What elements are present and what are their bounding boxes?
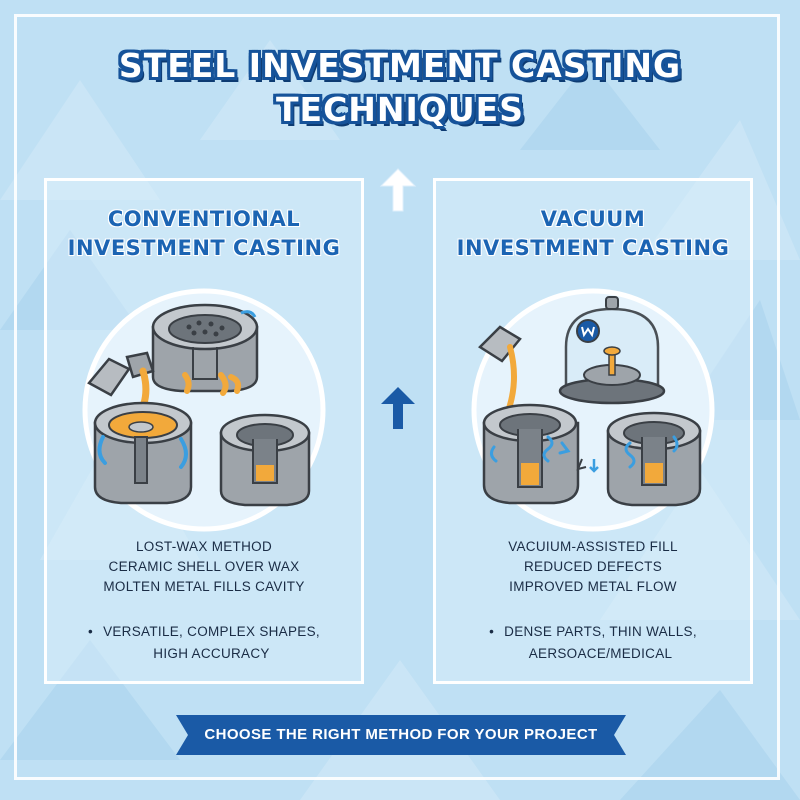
bullet-dot: • [88,624,94,639]
upward-arrow-icon [381,387,415,429]
outer-frame [14,14,780,780]
panel-heading: VACUUM INVESTMENT CASTING [436,205,750,263]
title-line-1: STEEL INVESTMENT CASTING [118,46,682,85]
description-line: LOST-WAX METHOD [135,539,272,554]
bullet-dot: • [489,624,495,639]
bullet-text: DENSE PARTS, THIN WALLS, AERSOACE/MEDICA… [504,624,697,661]
cta-banner-text: CHOOSE THE RIGHT METHOD FOR YOUR PROJECT [204,726,598,743]
description-line: VACUIUM-ASSISTED FILL [508,539,678,554]
panel-vacuum: VACUUM INVESTMENT CASTING [433,178,753,684]
panel-description: LOST-WAX METHOD CERAMIC SHELL OVER WAX M… [47,537,361,597]
panel-description: VACUIUM-ASSISTED FILL REDUCED DEFECTS IM… [436,537,750,597]
bullet-text: VERSATILE, COMPLEX SHAPES, HIGH ACCURACY [103,624,320,661]
bullet-list: • DENSE PARTS, THIN WALLS, AERSOACE/MEDI… [436,621,750,665]
page-title: STEEL INVESTMENT CASTING TECHNIQUES [0,44,800,132]
panel-heading-line-1: VACUUM [540,207,646,231]
bullet-item: • VERSATILE, COMPLEX SHAPES, HIGH ACCURA… [47,621,361,665]
mold-icon [151,303,259,396]
upward-arrow-icon [379,168,417,212]
bullet-item: • DENSE PARTS, THIN WALLS, AERSOACE/MEDI… [436,621,750,665]
description-line: IMPROVED METAL FLOW [509,579,677,594]
conventional-casting-illustration [82,288,326,532]
panel-conventional: CONVENTIONAL INVESTMENT CASTING [44,178,364,684]
bullet-list: • VERSATILE, COMPLEX SHAPES, HIGH ACCURA… [47,621,361,665]
panel-heading-line-1: CONVENTIONAL [107,207,301,231]
panel-heading: CONVENTIONAL INVESTMENT CASTING [47,205,361,263]
vacuum-casting-illustration [471,288,715,532]
panel-heading-line-2: INVESTMENT CASTING [67,236,341,260]
panel-heading-line-2: INVESTMENT CASTING [456,236,730,260]
title-line-2: TECHNIQUES [276,90,524,129]
cta-banner [176,715,626,755]
description-line: REDUCED DEFECTS [523,559,662,574]
description-line: CERAMIC SHELL OVER WAX [108,559,300,574]
vacuum-bell-jar-icon [558,296,666,405]
description-line: MOLTEN METAL FILLS CAVITY [103,579,305,594]
